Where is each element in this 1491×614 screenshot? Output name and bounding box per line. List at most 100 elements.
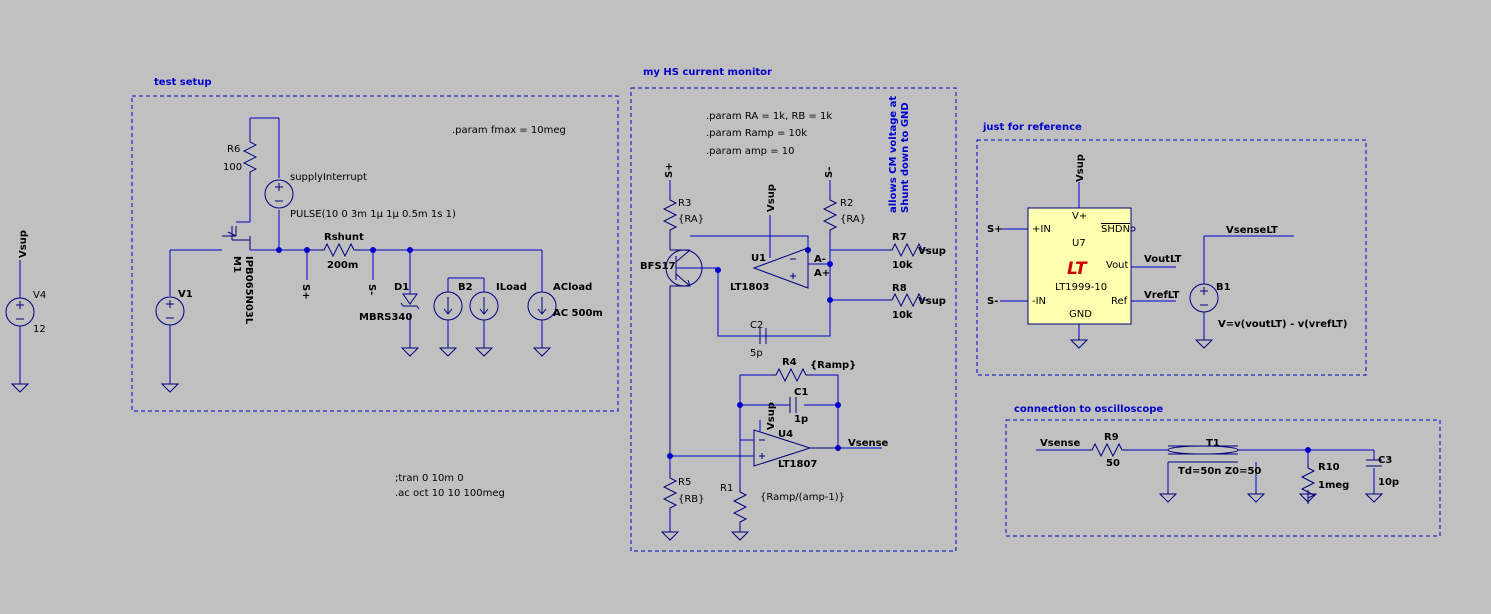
pin-vout: Vout <box>1106 260 1129 271</box>
r3-name: R3 <box>678 198 691 209</box>
c2-name: C2 <box>750 320 763 331</box>
u7-chip[interactable] <box>1027 207 1132 325</box>
r4-name: R4 <box>782 357 797 368</box>
v1-source[interactable] <box>155 296 185 393</box>
r6-value: 100 <box>223 162 242 173</box>
t1-transmission-line[interactable] <box>1167 445 1239 463</box>
r8-name: R8 <box>892 283 907 294</box>
m1-name: M1 <box>231 256 242 273</box>
c1-capacitor[interactable] <box>789 397 797 413</box>
r7-net: Vsup <box>918 246 946 257</box>
u1-vsup: Vsup <box>766 184 777 212</box>
ref-voutlt: VoutLT <box>1144 254 1182 265</box>
supply-value: PULSE(10 0 3m 1µ 1µ 0.5m 1s 1) <box>290 209 456 220</box>
reference-box <box>976 139 1367 376</box>
r7-name: R7 <box>892 232 907 243</box>
pin-shdn: SHDN <box>1101 224 1130 235</box>
test-setup-title: test setup <box>154 77 212 88</box>
directive-params-ramp: .param Ramp = 10k <box>706 128 807 139</box>
c3-capacitor[interactable] <box>1366 459 1382 467</box>
r6-name: R6 <box>227 144 240 155</box>
supply-name: supplyInterrupt <box>290 172 367 183</box>
u1-opamp[interactable] <box>752 215 809 289</box>
d1-part: MBRS340 <box>359 312 412 323</box>
directive-tran: ;tran 0 10m 0 <box>395 473 464 484</box>
pin-in-n: -IN <box>1032 296 1046 307</box>
v4-value: 12 <box>33 324 46 335</box>
r1-value: {Ramp/(amp-1)} <box>760 492 845 503</box>
pin-vplus: V+ <box>1072 211 1087 222</box>
u4-name: U4 <box>778 429 793 440</box>
u1-am: A- <box>814 254 826 265</box>
ref-vreflt: VrefLT <box>1144 290 1180 301</box>
m1-mosfet[interactable] <box>222 196 251 250</box>
b2-name: B2 <box>458 282 473 293</box>
b1-expr: V=v(voutLT) - v(vrefLT) <box>1218 319 1348 330</box>
u7-name: U7 <box>1072 238 1086 249</box>
acload-name: ACload <box>553 282 592 293</box>
rshunt-name: Rshunt <box>324 232 364 243</box>
bfs17-transistor[interactable] <box>665 236 718 456</box>
pin-in-p: +IN <box>1032 224 1051 235</box>
r2-name: R2 <box>840 198 853 209</box>
r1-name: R1 <box>720 483 733 494</box>
scope-title: connection to oscilloscope <box>1014 404 1163 415</box>
mon-vsense: Vsense <box>848 438 889 449</box>
v4-source[interactable] <box>5 260 35 393</box>
t1-value: Td=50n Z0=50 <box>1178 466 1261 477</box>
u1-ap: A+ <box>814 268 830 279</box>
acload-value: AC 500m <box>553 308 603 319</box>
u4-vsup: Vsup <box>766 402 777 430</box>
c2-value: 5p <box>750 348 763 359</box>
c2-capacitor[interactable] <box>759 328 767 344</box>
v1-name: V1 <box>178 289 193 300</box>
directive-params-r: .param RA = 1k, RB = 1k <box>706 111 832 122</box>
supply-interrupt-source[interactable] <box>264 179 294 209</box>
r3-value: {RA} <box>678 214 704 225</box>
r9-name: R9 <box>1104 432 1119 443</box>
r7-value: 10k <box>892 260 913 271</box>
r4-value: {Ramp} <box>810 360 856 371</box>
m1-part: IPB065N03L <box>243 256 254 325</box>
ref-splus: S+ <box>987 224 1003 235</box>
ref-vsup: Vsup <box>1075 154 1086 182</box>
pin-ref: Ref <box>1111 296 1128 307</box>
directive-ac: .ac oct 10 10 100meg <box>395 488 505 499</box>
ref-sminus: S- <box>987 296 998 307</box>
scope-box <box>1005 419 1441 537</box>
r2-value: {RA} <box>840 214 866 225</box>
hs-monitor-title: my HS current monitor <box>643 67 772 78</box>
test-splus: S+ <box>300 284 311 300</box>
d1-diode[interactable] <box>400 250 420 357</box>
r5-value: {RB} <box>678 494 705 505</box>
d1-name: D1 <box>394 282 409 293</box>
r10-name: R10 <box>1318 462 1340 473</box>
directive-fmax: .param fmax = 10meg <box>452 125 566 136</box>
u1-part: LT1803 <box>730 282 769 293</box>
lt-logo: LT <box>1067 259 1088 279</box>
rshunt-value: 200m <box>327 260 358 271</box>
c1-value: 1p <box>794 414 808 425</box>
r9-value: 50 <box>1106 458 1120 469</box>
v4-net-label: Vsup <box>18 230 29 258</box>
ref-vsenselt: VsenseLT <box>1226 225 1278 236</box>
reference-title: just for reference <box>982 122 1082 133</box>
mon-sminus: S- <box>824 167 835 178</box>
u7-part: LT1999-10 <box>1055 282 1107 293</box>
iload-name: ILoad <box>496 282 527 293</box>
cm-note-1: allows CM voltage at <box>888 96 899 213</box>
scope-vsense: Vsense <box>1040 438 1081 449</box>
b1-name: B1 <box>1216 282 1231 293</box>
pin-gnd: GND <box>1069 309 1092 320</box>
r10-value: 1meg <box>1318 480 1349 491</box>
mon-splus: S+ <box>664 162 675 178</box>
u1-name: U1 <box>751 253 766 264</box>
c3-name: C3 <box>1378 455 1392 466</box>
u4-part: LT1807 <box>778 459 817 470</box>
directive-params-amp: .param amp = 10 <box>706 146 795 157</box>
hs-monitor-box <box>630 87 957 552</box>
test-setup-box <box>131 95 619 412</box>
u4-opamp[interactable] <box>670 420 838 467</box>
q-part: BFS17 <box>640 261 676 272</box>
cm-note-2: Shunt down to GND <box>900 102 911 213</box>
